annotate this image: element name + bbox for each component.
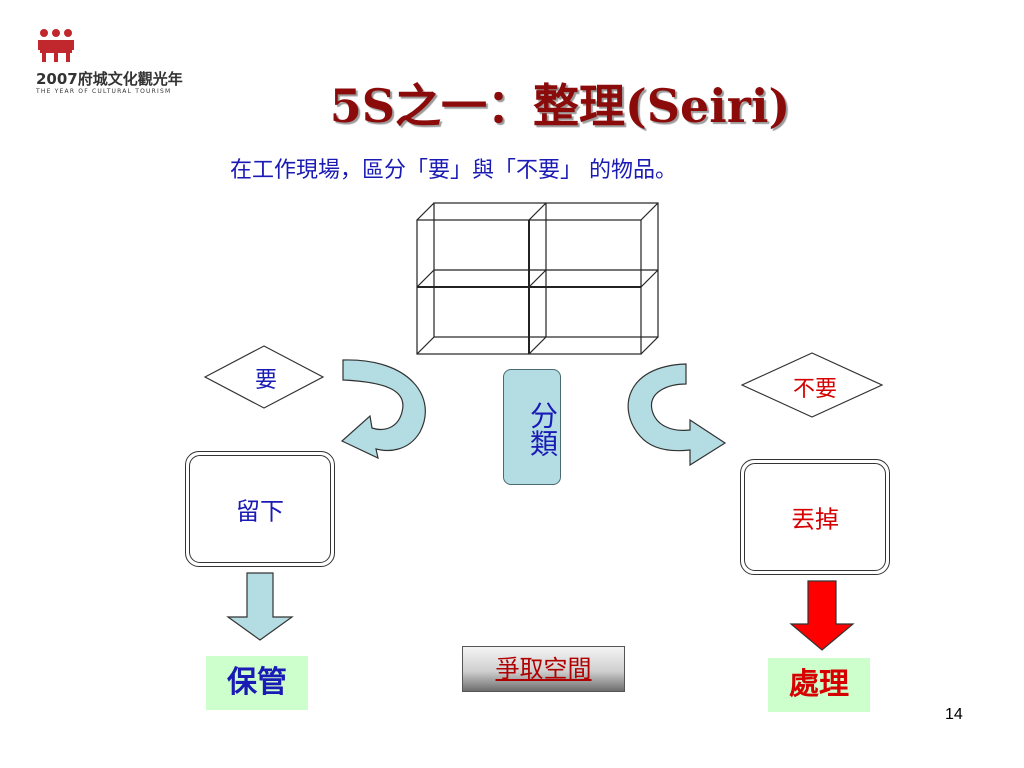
keep-box: 留下	[185, 451, 335, 567]
logo-subtitle: THE YEAR OF CULTURAL TOURISM	[36, 88, 172, 95]
right-curved-arrow	[627, 363, 727, 467]
keep-down-arrow	[226, 572, 294, 641]
discard-result-label: 處理	[768, 658, 870, 712]
keep-box-label: 留下	[236, 497, 284, 526]
keep-box-inner-border	[189, 455, 331, 563]
logo: 2007府城文化觀光年 THE YEAR OF CULTURAL TOURISM	[36, 28, 183, 98]
people-logo-icon	[38, 29, 74, 62]
shelf-wireframe	[416, 202, 659, 355]
logo-year-text: 2007府城文化觀光年	[36, 70, 183, 88]
discard-box-inner-border	[744, 463, 886, 571]
keep-decision-label: 要	[254, 368, 277, 393]
keep-diamond	[203, 345, 325, 409]
discard-down-arrow	[789, 580, 855, 651]
discard-box-label: 丟掉	[791, 505, 839, 534]
sort-box: 分類	[503, 369, 561, 485]
page-number: 14	[945, 706, 963, 723]
left-curved-arrow	[340, 359, 426, 460]
keep-result-label: 保管	[206, 656, 308, 710]
discard-box: 丟掉	[740, 459, 890, 575]
unneeded-diamond	[740, 352, 884, 418]
slide-title: 5S之一：整理(Seiri)	[329, 79, 791, 133]
gain-space-button[interactable]: 爭取空間	[462, 646, 625, 692]
slide-subtitle: 在工作現場，區分「要」與「不要」 的物品。	[230, 158, 677, 183]
sort-label: 分類	[526, 401, 559, 457]
unneeded-decision-label: 不要	[792, 377, 837, 402]
